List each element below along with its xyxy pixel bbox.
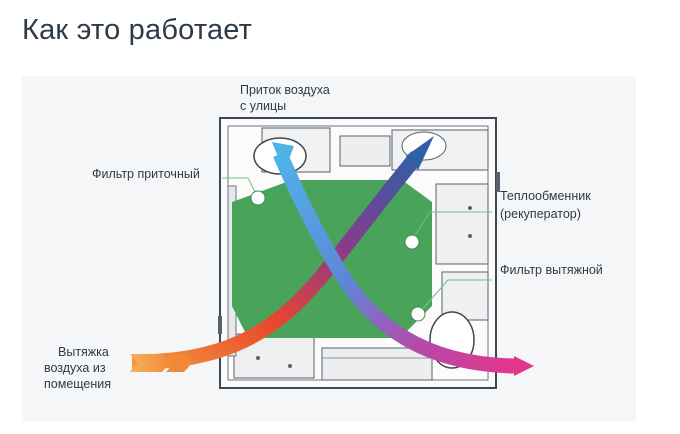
page-title: Как это работает <box>22 14 253 46</box>
room-exhaust-arrow <box>130 354 170 372</box>
room-exhaust-label-line2: воздуха из <box>44 361 106 375</box>
supply-filter-marker <box>250 190 266 206</box>
intake-arrow-head <box>272 142 294 172</box>
intake-label-line1: Приток воздуха <box>240 83 330 97</box>
diagram-panel: Приток воздуха с улицы Фильтр приточный … <box>22 76 636 422</box>
supply-airflow-arrow <box>131 151 423 370</box>
room-exhaust-label-line1: Вытяжка <box>58 345 109 359</box>
exhaust-airflow-arrow <box>273 150 515 374</box>
heat-exchanger-label-line1: Теплообменник <box>500 189 591 203</box>
ventilation-diagram: Приток воздуха с улицы Фильтр приточный … <box>44 83 603 391</box>
supply-arrow-head <box>406 136 434 170</box>
exhaust-filter-marker <box>410 306 426 322</box>
room-exhaust-label-line3: помещения <box>44 377 111 391</box>
supply-filter-label: Фильтр приточный <box>92 167 200 181</box>
exhaust-arrow-head <box>514 356 534 376</box>
intake-label-line2: с улицы <box>240 99 286 113</box>
heat-exchanger-marker <box>404 234 420 250</box>
room-exhaust-arrow-2 <box>166 354 192 372</box>
exhaust-filter-label: Фильтр вытяжной <box>500 263 603 277</box>
heat-exchanger-label-line2: (рекуператор) <box>500 207 581 221</box>
